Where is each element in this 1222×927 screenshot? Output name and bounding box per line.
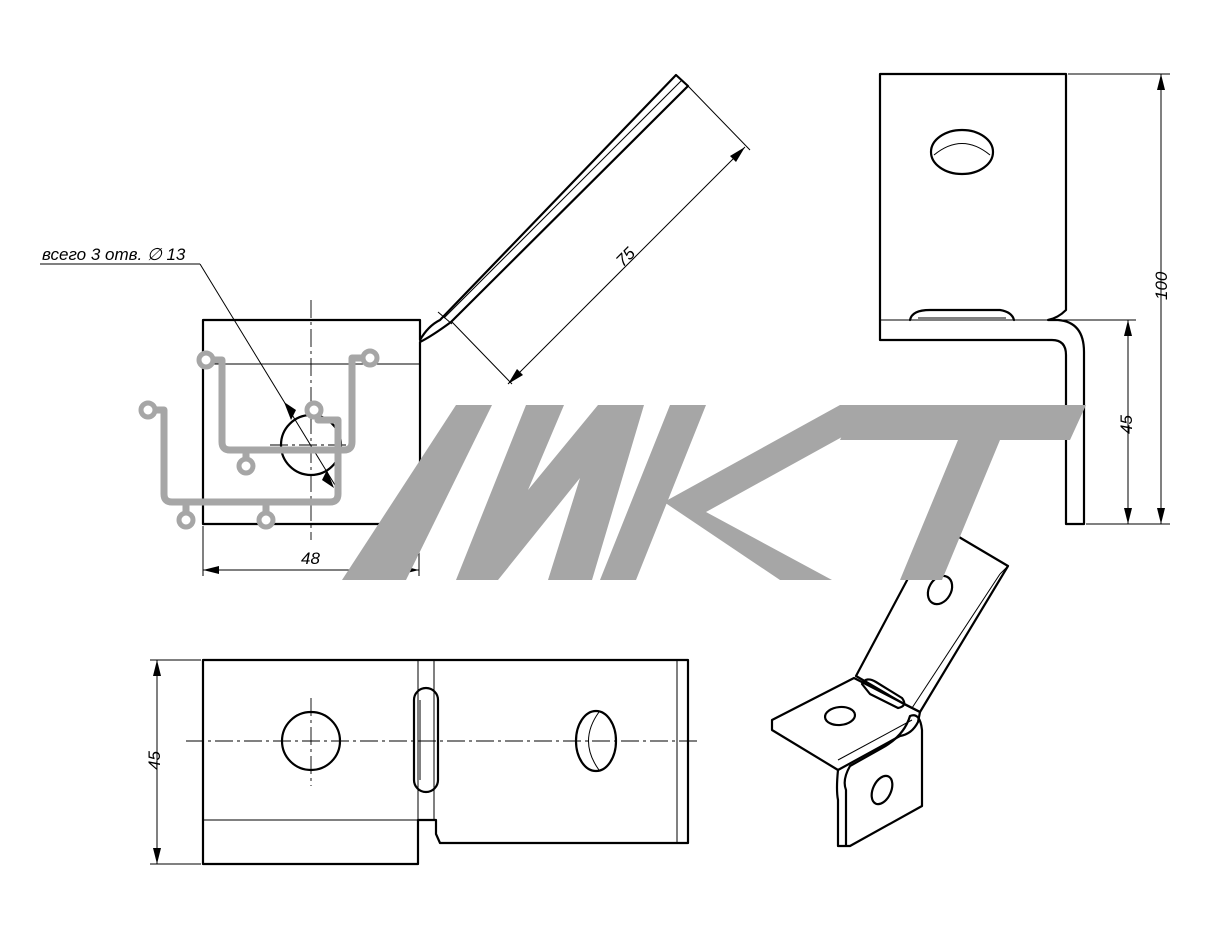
watermark-circuit-inner — [202, 354, 372, 454]
watermark-circuit-outer — [146, 406, 342, 506]
watermark-node-7 — [256, 510, 276, 530]
dim-45-bottom-text: 45 — [145, 751, 164, 770]
iso-base-bend — [837, 719, 913, 761]
iso-base-hole — [823, 705, 857, 727]
dim-75-arrow-top — [730, 147, 745, 162]
iso-slot — [860, 678, 906, 710]
side-slot — [908, 308, 1016, 322]
dim-48-arrow-left — [203, 566, 219, 574]
watermark-node-2 — [196, 350, 216, 370]
callout-arrow-2 — [322, 470, 334, 488]
dim-100-arrow-top — [1157, 74, 1165, 90]
watermark-letter-k-1 — [600, 405, 706, 580]
dim-75-line — [507, 146, 746, 385]
front-slot — [412, 686, 440, 794]
side-view: 100 45 — [878, 72, 1171, 526]
plan-arm-bend-line — [437, 311, 453, 325]
dim-48-text: 48 — [301, 549, 320, 568]
dim-75-ext-top — [687, 85, 751, 151]
iso-arm-hole — [926, 574, 954, 606]
isometric-view — [770, 522, 1010, 848]
watermark-letter-t — [840, 405, 1086, 580]
watermark-node-6 — [176, 510, 196, 530]
dim-75-ext-bottom — [451, 321, 513, 385]
dim-45-bottom-arrow-top — [153, 660, 161, 676]
watermark-letter-k-2 — [664, 405, 900, 580]
watermark-node-5 — [236, 456, 256, 476]
callout-arrow-1 — [284, 402, 296, 420]
front-hole-right — [574, 709, 618, 773]
side-hole-top-inner — [933, 143, 991, 156]
front-view: 45 — [145, 658, 700, 866]
dim-75-text: 75 — [612, 243, 639, 270]
dim-100-text: 100 — [1152, 271, 1171, 300]
watermark-letter-m-1 — [342, 405, 492, 580]
dim-45-leg-text: 45 — [1117, 415, 1136, 434]
hole-callout-text: всего 3 отв. ∅ 13 — [42, 245, 186, 264]
watermark-node-4 — [304, 400, 324, 420]
watermark-letter-m-2 — [456, 405, 644, 580]
side-outline — [878, 72, 1086, 526]
front-outline — [201, 658, 690, 866]
dim-100-arrow-bottom — [1157, 508, 1165, 524]
dim-75-arrow-bottom — [508, 369, 523, 384]
iso-arm-edge-2 — [999, 565, 1009, 575]
iso-arm-edge — [911, 573, 1001, 709]
watermark-logo — [138, 348, 1086, 580]
iso-leg-hole — [870, 774, 894, 806]
dim-45-bottom-arrow-bottom — [153, 848, 161, 864]
iso-leg — [835, 714, 924, 848]
watermark-node-1 — [138, 400, 158, 420]
dim-45-leg-arrow-bottom — [1124, 508, 1132, 524]
iso-base-edge — [771, 729, 839, 771]
side-hole-top — [929, 128, 995, 176]
watermark-node-3 — [360, 348, 380, 368]
plan-arm-inner-edge — [443, 79, 683, 319]
dim-45-leg-arrow-top — [1124, 320, 1132, 336]
front-hole-right-inner — [588, 711, 600, 771]
